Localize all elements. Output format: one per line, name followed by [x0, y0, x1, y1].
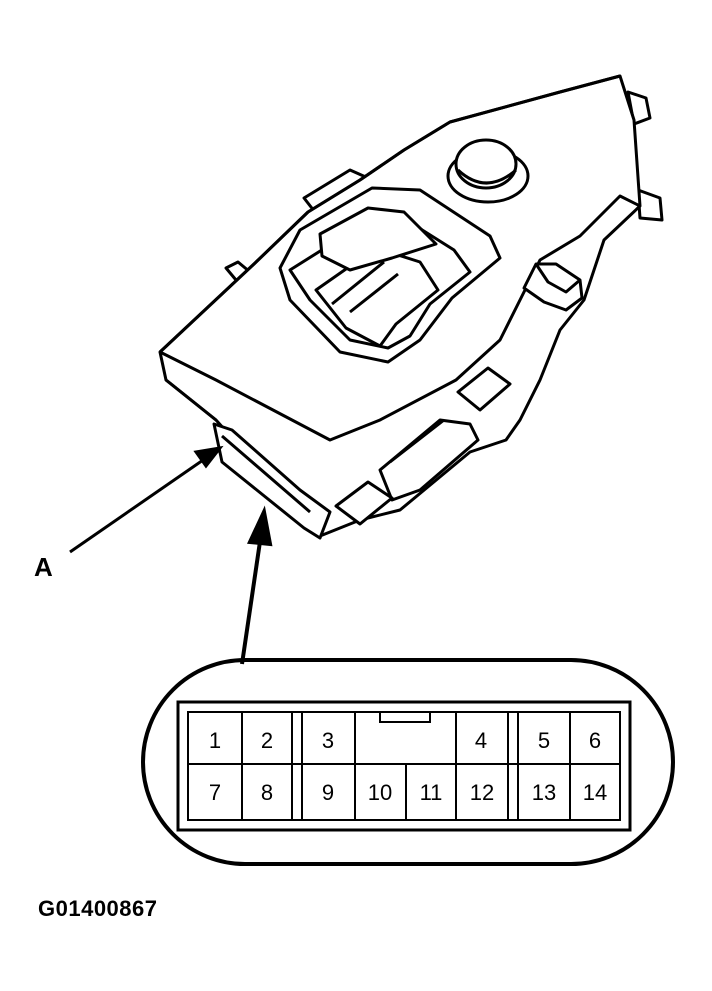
figure-id: G01400867 [38, 896, 158, 921]
harness-clip [522, 262, 584, 312]
pin-10: 10 [368, 780, 392, 805]
pin-11: 11 [420, 780, 443, 805]
pin-14: 14 [583, 780, 607, 805]
power-window-switch-drawing [158, 74, 664, 540]
callout-a-arrow [69, 445, 224, 554]
connector-key-notch [379, 711, 431, 723]
pin-3: 3 [322, 728, 334, 753]
connector-terminal-frame [176, 700, 632, 832]
callout-label-a: A [34, 552, 53, 582]
connector-face-arrow [240, 505, 273, 665]
connector-pin-labels: 1 2 3 4 5 6 7 8 9 10 11 12 13 14 [209, 728, 607, 805]
pin-4: 4 [475, 728, 487, 753]
connector-latch [334, 480, 394, 526]
pin-6: 6 [589, 728, 601, 753]
pin-5: 5 [538, 728, 550, 753]
pin-2: 2 [261, 728, 273, 753]
lock-button [454, 138, 518, 190]
pin-8: 8 [261, 780, 273, 805]
mounting-clip-right [636, 188, 664, 222]
connector-face-view [141, 658, 675, 866]
rocker-switch-rear [318, 206, 438, 272]
connector-face-outline [141, 658, 675, 866]
pin-7: 7 [209, 780, 221, 805]
pin-13: 13 [532, 780, 556, 805]
pin-9: 9 [322, 780, 334, 805]
pin-12: 12 [470, 780, 494, 805]
bottom-tab-right [456, 366, 512, 412]
pin-1: 1 [209, 728, 221, 753]
connector-shroud [378, 418, 480, 502]
